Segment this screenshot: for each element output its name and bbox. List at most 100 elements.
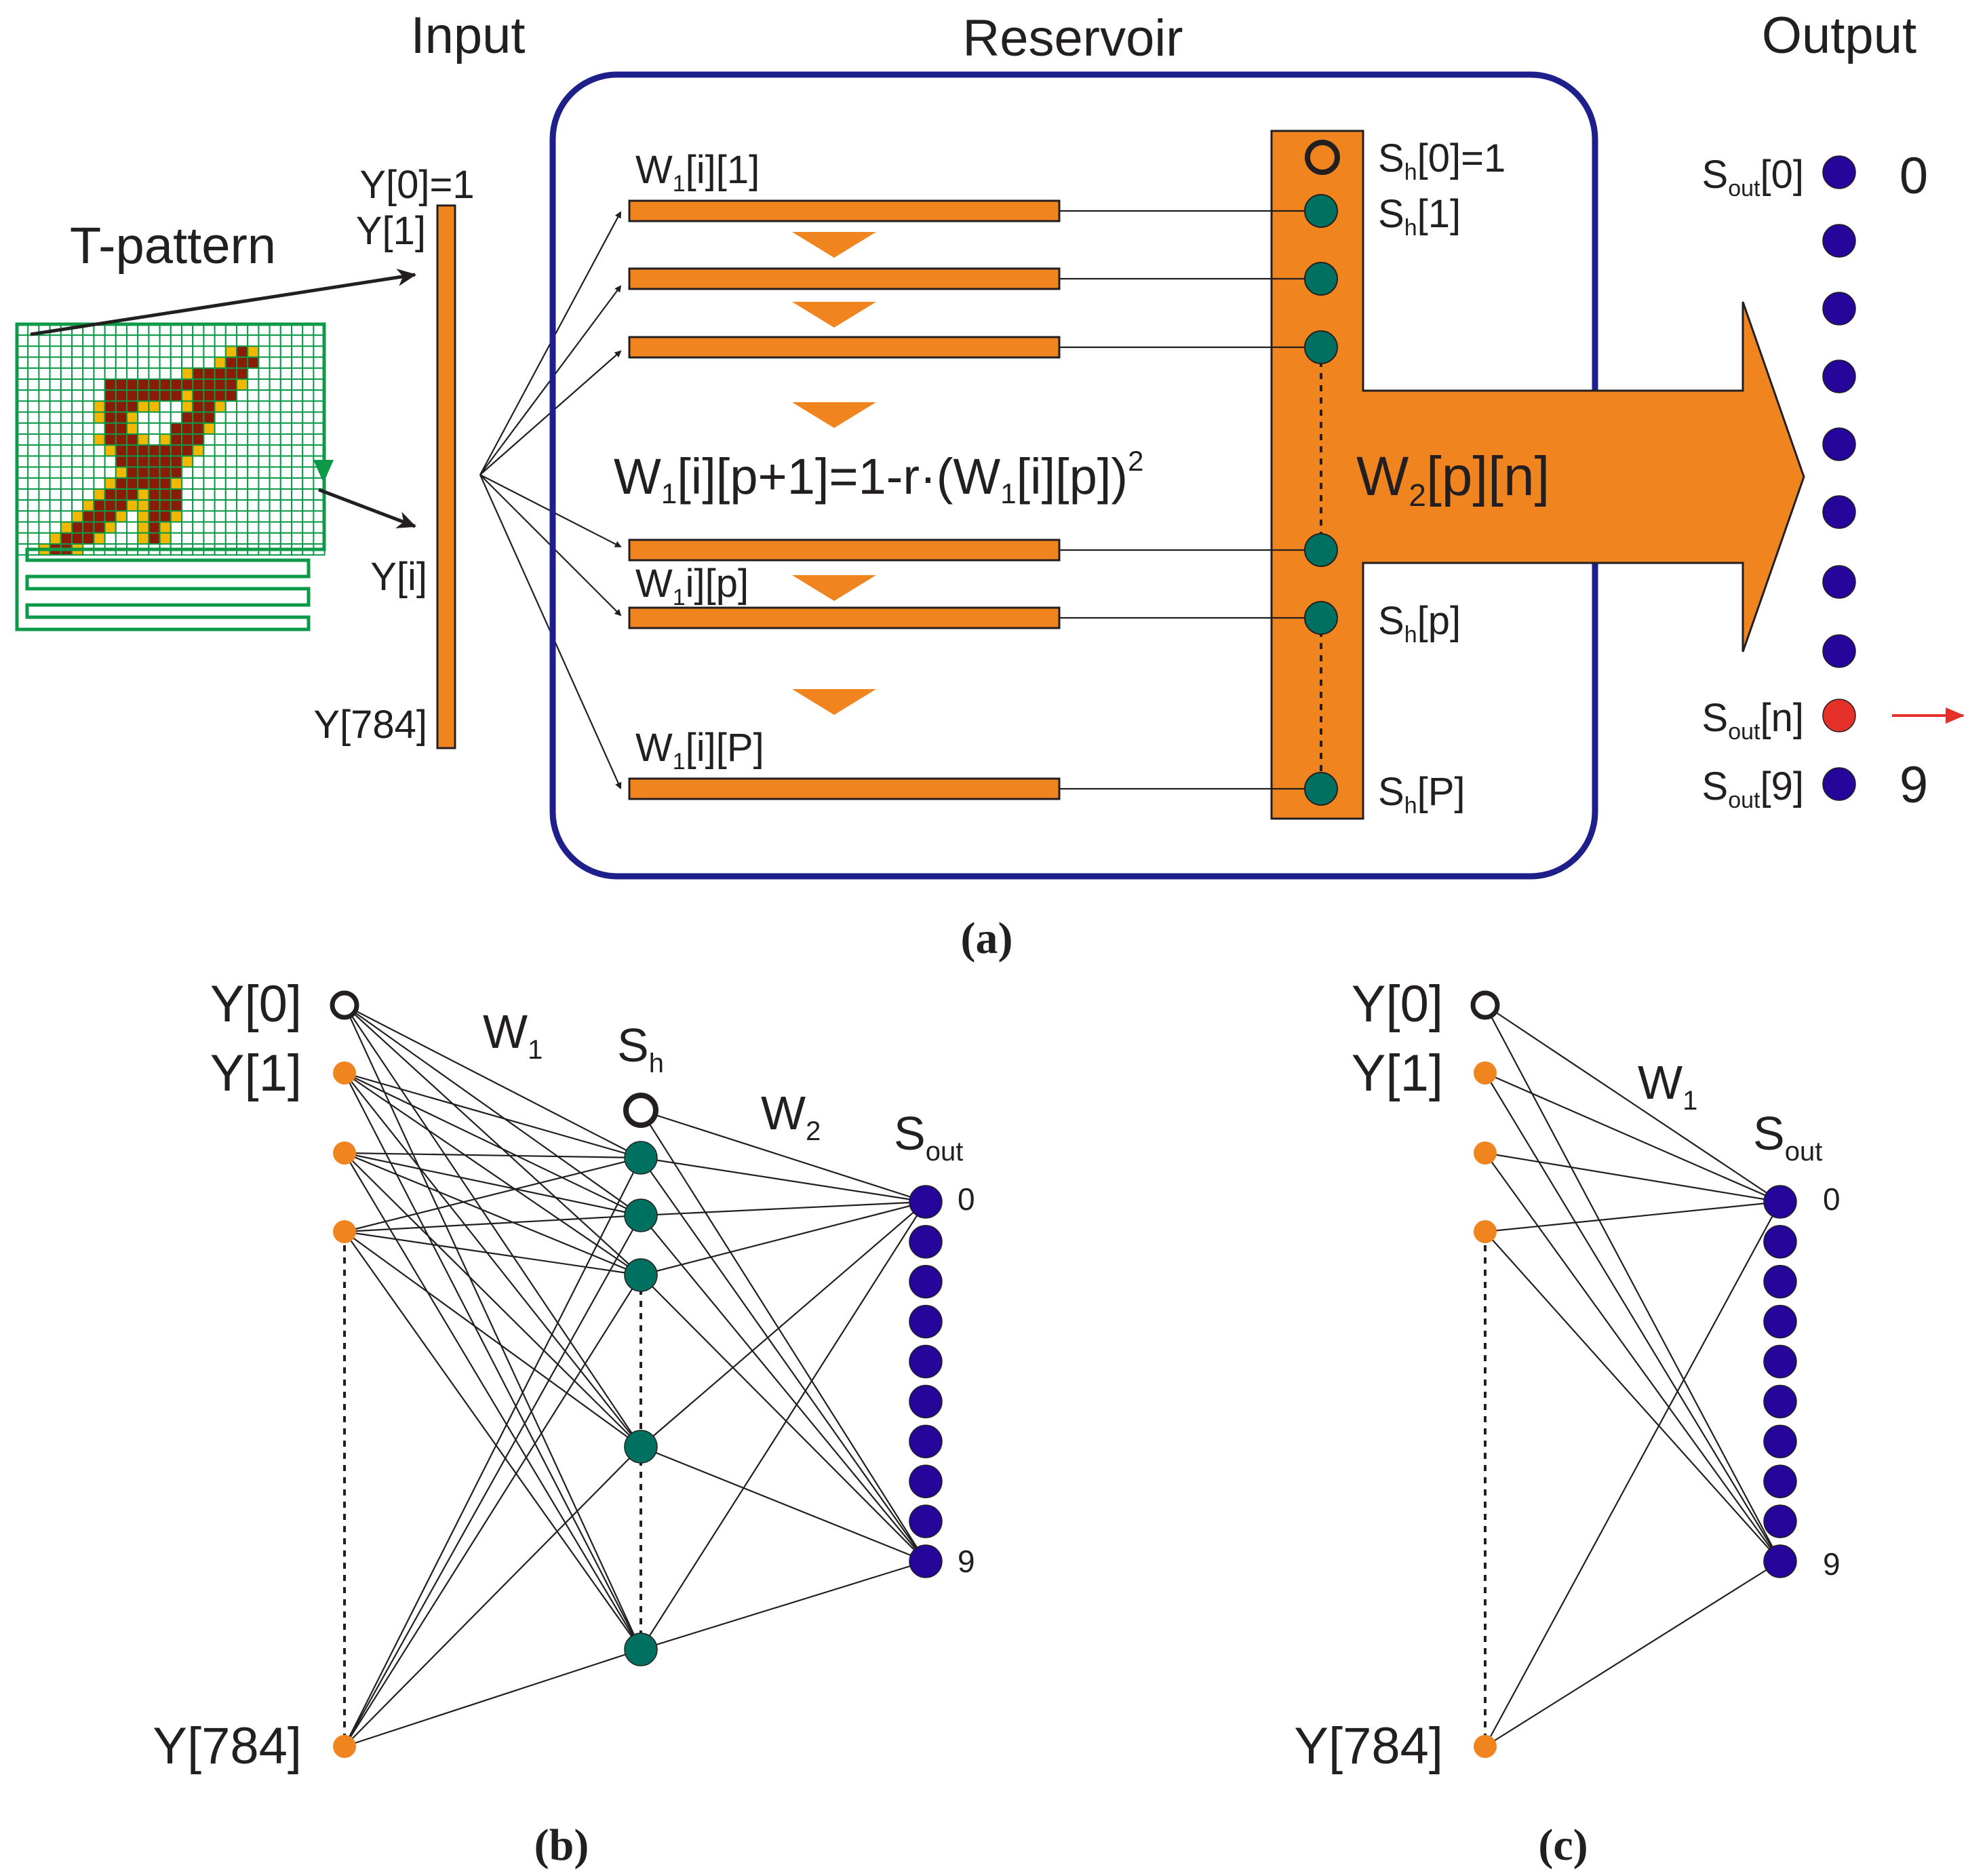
grid-pixel [126,488,139,501]
grid-pixel [279,510,292,523]
grid-pixel [93,345,106,358]
grid-pixel [279,488,292,501]
grid-pixel [126,444,139,457]
grid-pixel [49,345,62,358]
grid-pixel [137,411,150,424]
grid-pixel [302,499,315,512]
grid-pixel [236,488,249,501]
grid-pixel [126,411,139,424]
grid-pixel [38,400,51,413]
grid-pixel [247,477,260,490]
grid-pixel [224,488,237,501]
t-pattern-label: T-pattern [70,217,276,275]
grid-pixel [279,334,292,347]
grid-pixel [60,345,73,358]
grid-pixel [203,334,216,347]
hidden-node [624,1258,658,1292]
grid-pixel [236,510,249,523]
grid-pixel [49,499,62,512]
grid-pixel [27,455,40,468]
grid-pixel [181,466,194,479]
grid-pixel [71,499,84,512]
grid-pixel [214,477,227,490]
grid-pixel [159,389,172,402]
sout0-label: Sout[0] [1702,153,1804,201]
grid-pixel [38,367,51,380]
grid-pixel [247,411,260,424]
grid-pixel [279,532,292,545]
grid-pixel [159,455,172,468]
w2-link [640,1156,926,1203]
grid-pixel [236,499,249,512]
output-node [1822,427,1856,461]
grid-pixel [71,510,84,523]
grid-pixel [27,499,40,512]
w1-link [1484,1004,1781,1562]
state-node [1304,262,1338,296]
grid-pixel [192,356,205,369]
grid-pixel [27,444,40,457]
grid-pixel [126,378,139,391]
output-nodes [1822,155,1856,801]
b-output-9-label: 9 [958,1544,975,1579]
grid-pixel [269,466,281,479]
grid-pixel [82,499,95,512]
reservoir-row-p [628,606,1061,629]
grid-pixel [115,455,128,468]
panel-c: Y[0] Y[1] Y[784] W1 Sout 0 9 (c) [1294,975,1840,1870]
grid-pixel [203,466,216,479]
grid-pixel [137,400,150,413]
grid-pixel [247,389,260,402]
grid-pixel [258,510,271,523]
grid-pixel [170,345,183,358]
grid-pixel [203,422,216,435]
grid-pixel [27,400,40,413]
grid-pixel [302,389,315,402]
t-pattern-grid [16,324,326,556]
output-node [909,1225,943,1259]
w2-link [640,1274,926,1562]
grid-pixel [269,477,281,490]
output-node [1763,1504,1797,1538]
output-node-9 [1822,767,1856,801]
grid-pixel [27,367,40,380]
w1-link [1484,1200,1781,1233]
grid-pixel [137,345,150,358]
grid-pixel [27,477,40,490]
grid-pixel [159,466,172,479]
grid-pixel [148,510,161,523]
grid-pixel [104,411,117,424]
grid-pixel [258,466,271,479]
grid-pixel [214,466,227,479]
grid-pixel [49,488,62,501]
grid-pixel [269,499,281,512]
grid-pixel [269,367,281,380]
grid-pixel [115,444,128,457]
output-node [1822,359,1856,393]
grid-pixel [247,356,260,369]
b-hidden-nodes [624,1141,658,1666]
b-y0-label: Y[0] [210,975,302,1033]
grid-pixel [104,477,117,490]
grid-pixel [224,466,237,479]
grid-pixel [192,334,205,347]
reservoir-row-P [628,777,1061,800]
grid-pixel [247,455,260,468]
grid-pixel [82,334,95,347]
state-node [1304,330,1338,364]
grid-pixel [170,499,183,512]
w2-link [640,1200,926,1276]
c-output-9-label: 9 [1823,1546,1841,1582]
grid-pixel [192,400,205,413]
b-sh-label: Sh [617,1019,664,1078]
grid-pixel [224,455,237,468]
grid-pixel [27,433,40,446]
output-node [1763,1185,1797,1219]
grid-pixel [269,334,281,347]
grid-pixel [214,378,227,391]
grid-pixel [224,356,237,369]
w1-link [344,1072,642,1650]
grid-pixel [214,499,227,512]
w1-link [1484,1004,1781,1203]
grid-pixel [236,455,249,468]
